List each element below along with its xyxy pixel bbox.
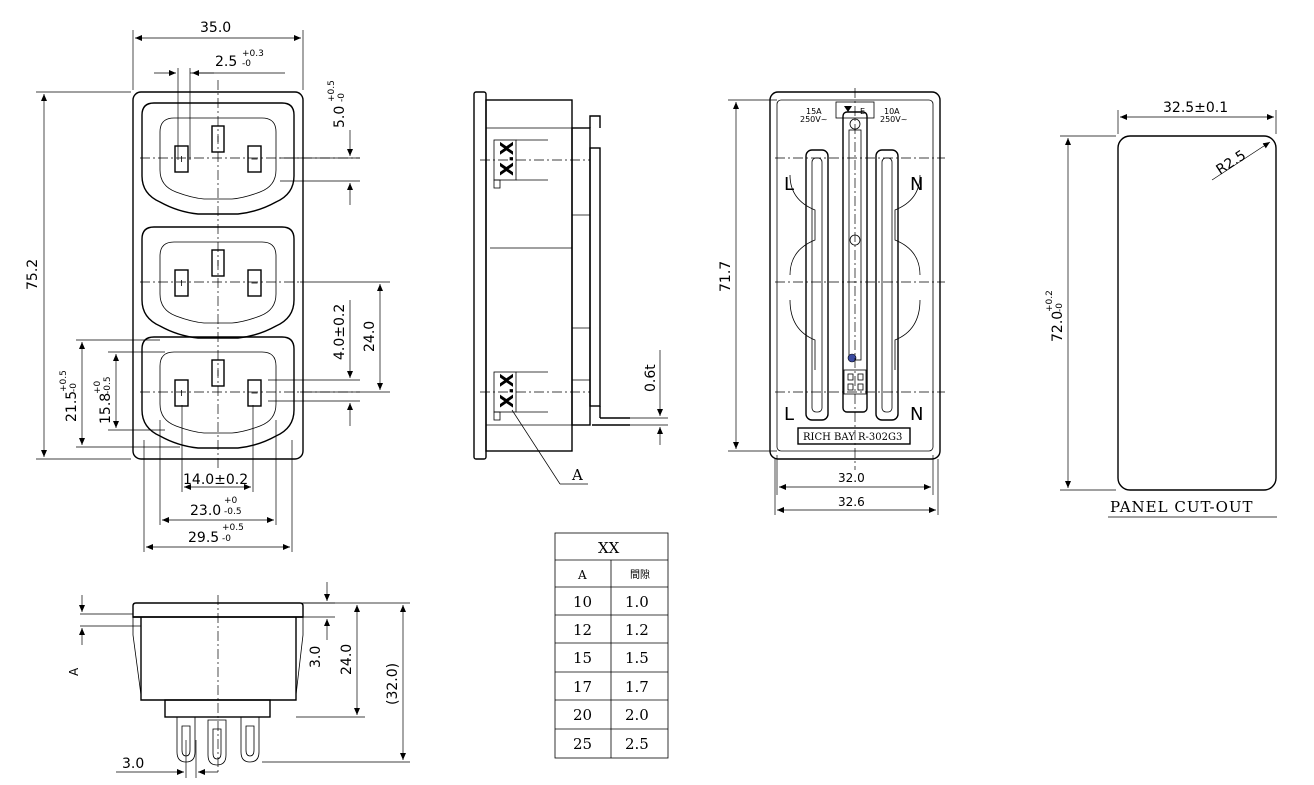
neutral-label-bottom: N (910, 404, 923, 425)
dim-rear-outer-width: 32.6 (838, 495, 865, 509)
bottom-callout-a: A (67, 667, 81, 676)
table-title: XX (598, 539, 620, 557)
svg-text:-0: -0 (222, 534, 231, 544)
cutout-outline (1117, 135, 1277, 491)
earth-label: E (860, 107, 865, 116)
dim-pin-offset: 2.5 (215, 54, 237, 70)
dim-total-depth: (32.0) (385, 663, 401, 705)
svg-text:+0: +0 (93, 380, 103, 394)
dim-rear-inner-width: 32.0 (838, 471, 865, 485)
dim-top-offset: 5.0 (332, 106, 348, 128)
rating-left-voltage: 250V~ (800, 115, 827, 124)
line-label-bottom: L (784, 404, 794, 425)
dim-body-depth: 24.0 (339, 644, 355, 675)
dim-inner-width: 23.0 (190, 503, 221, 519)
svg-text:+0.5: +0.5 (222, 523, 244, 533)
table-col-gap: 間隙 (630, 568, 650, 581)
table-row-a: 20 (573, 706, 592, 724)
dim-inner-height: 15.8 (98, 393, 114, 424)
dim-bottom-pin-pitch: 3.0 (122, 756, 144, 772)
bottom-pin-right (240, 716, 260, 763)
table-row-a: 10 (573, 593, 592, 611)
rear-view: E 15A 250V~ 10A 250V~ L N L N RICH BAY R… (718, 88, 945, 515)
rating-right-current: 10A (884, 107, 900, 116)
table-row-gap: 1.0 (625, 593, 649, 611)
cutout-title: PANEL CUT-OUT (1110, 498, 1254, 516)
dim-outer-height: 21.5 (64, 391, 80, 422)
line-label-top: L (784, 174, 794, 195)
thickness-table: XX A 間隙 10 1.0 12 1.2 15 1.5 17 1.7 20 2… (554, 532, 669, 759)
svg-text:+0.5: +0.5 (327, 80, 337, 102)
svg-text:-0.5: -0.5 (224, 507, 242, 517)
bottom-view: A 3.0 24.0 (32.0) 3.0 (67, 582, 410, 778)
side-marking-top: X.X (497, 141, 518, 176)
svg-text:+0.5: +0.5 (59, 370, 69, 392)
dim-cutout-radius: R2.5 (1213, 148, 1249, 179)
svg-text:-0: -0 (69, 383, 79, 392)
svg-text:+0.3: +0.3 (242, 49, 264, 59)
table-row-a: 12 (573, 621, 592, 639)
table-row-gap: 2.0 (625, 706, 649, 724)
front-view: 35.0 2.5 +0.3 -0 5.0 +0.5 -0 75.2 (25, 20, 390, 552)
svg-text:-0: -0 (337, 93, 347, 102)
rating-left-current: 15A (806, 107, 822, 116)
side-callout-a: A (571, 466, 583, 484)
table-col-a: A (577, 568, 587, 582)
svg-text:-0: -0 (1055, 303, 1065, 312)
panel-cutout: 32.5±0.1 72.0 +0.2 -0 R2.5 PANEL CUT-OUT (1045, 100, 1277, 518)
brand-label: RICH BAY R-302G3 (803, 432, 902, 443)
dim-pin-pitch: 4.0±0.2 (332, 304, 348, 360)
dim-flange: 3.0 (308, 646, 324, 668)
rating-right-voltage: 250V~ (880, 115, 907, 124)
table-row-gap: 1.2 (625, 621, 649, 639)
table-row-gap: 1.5 (625, 649, 649, 667)
dim-outer-width: 29.5 (188, 530, 219, 546)
bottom-pin-middle (207, 719, 227, 766)
svg-text:+0.2: +0.2 (1045, 290, 1055, 312)
dim-width: 35.0 (200, 20, 231, 36)
dim-pin-span: 14.0±0.2 (183, 472, 248, 488)
dim-total-height: 75.2 (25, 259, 41, 290)
dim-pitch-height: 24.0 (362, 321, 378, 352)
dim-plate-thickness: 0.6t (643, 364, 659, 392)
svg-text:-0.5: -0.5 (103, 376, 113, 394)
table-row-gap: 1.7 (625, 678, 649, 696)
neutral-label-top: N (910, 174, 923, 195)
side-marking-bottom: X.X (497, 373, 518, 408)
dim-cutout-height: 72.0 (1050, 311, 1066, 342)
table-row-a: 17 (573, 678, 592, 696)
svg-text:-0: -0 (242, 59, 251, 69)
dim-rear-height: 71.7 (718, 261, 734, 292)
table-row-gap: 2.5 (625, 735, 649, 753)
svg-text:+0: +0 (224, 496, 238, 506)
table-row-a: 25 (573, 735, 592, 753)
table-row-a: 15 (573, 649, 592, 667)
side-view: X.X X.X A 0.6t (473, 91, 668, 485)
dim-cutout-width: 32.5±0.1 (1163, 100, 1228, 116)
